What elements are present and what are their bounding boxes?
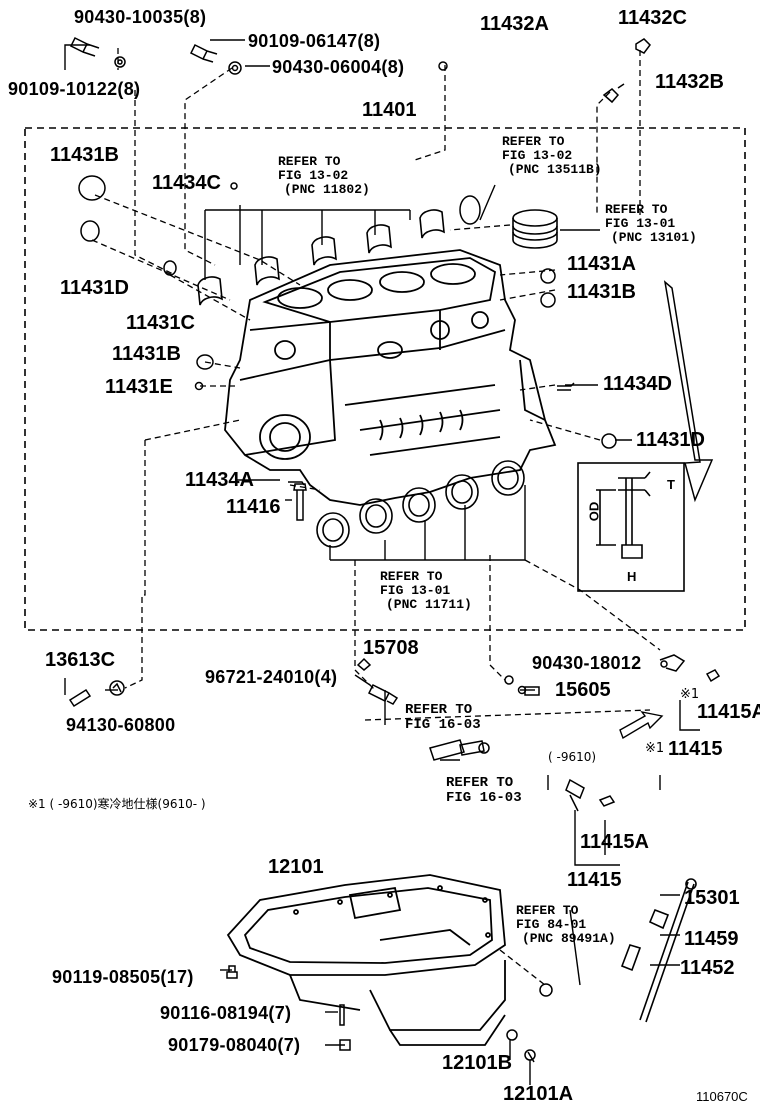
assembly-box xyxy=(24,127,746,631)
dipstick xyxy=(620,878,697,1023)
refer-line: FIG 13-02 xyxy=(502,148,573,164)
refer-fig-13-02-pnc-11802: REFER TO FIG 13-02 (PNC 11802) xyxy=(278,154,370,198)
part-label-11434D: 11434D xyxy=(603,373,672,395)
part-label-11415-2: 11415 xyxy=(567,869,622,891)
small-parts xyxy=(68,36,721,1063)
footnote-mark: ※1 xyxy=(680,687,700,702)
solid-leaders xyxy=(64,39,700,1085)
oil-pan xyxy=(226,874,506,1046)
inset-t-label: T xyxy=(667,477,675,492)
part-label-11431B-2: 11431B xyxy=(112,343,181,365)
part-label-11401: 11401 xyxy=(362,99,417,121)
part-label-90109-10122: 90109-10122(8) xyxy=(8,79,141,99)
part-label-11434C: 11434C xyxy=(152,172,221,194)
part-label-15708: 15708 xyxy=(363,637,419,659)
part-label-11431B: 11431B xyxy=(50,144,119,166)
cylinder-block xyxy=(224,249,557,506)
part-label-90430-06004: 90430-06004(8) xyxy=(272,57,405,77)
refer-line: REFER TO xyxy=(516,903,579,918)
refer-line: (PNC 11802) xyxy=(284,182,370,198)
refer-fig-13-01-pnc-11711: REFER TO FIG 13-01 (PNC 11711) xyxy=(380,569,472,613)
part-label-11459: 11459 xyxy=(684,928,739,950)
diagram-code: 110670C xyxy=(696,1089,748,1104)
refer-line: (PNC 13511B) xyxy=(508,162,602,178)
bearing-shells-bottom xyxy=(316,460,525,548)
refer-line: (PNC 11711) xyxy=(386,597,472,613)
part-label-11431D: 11431D xyxy=(60,277,129,299)
refer-line: REFER TO xyxy=(278,154,341,169)
part-label-11415A-2: 11415A xyxy=(580,831,649,853)
refer-line: REFER TO xyxy=(502,134,565,149)
part-label-11415A: 11415A xyxy=(697,701,760,723)
part-label-11432B: 11432B xyxy=(655,71,724,93)
part-label-11431D-2: 11431D xyxy=(636,429,705,451)
part-label-90109-06147: 90109-06147(8) xyxy=(248,31,381,51)
inset-od-label: OD xyxy=(586,501,602,522)
part-label-94130-60800: 94130-60800 xyxy=(66,715,176,735)
small-arrow xyxy=(619,710,664,740)
part-label-13613C: 13613C xyxy=(45,649,116,671)
range-note: ( -9610) xyxy=(548,750,597,764)
part-label-11432C: 11432C xyxy=(618,7,687,29)
part-label-11431A: 11431A xyxy=(567,253,636,275)
part-label-90430-10035: 90430-10035(8) xyxy=(74,7,207,27)
refer-fig-84-01-pnc-89491a: REFER TO FIG 84-01 (PNC 89491A) xyxy=(516,903,616,947)
refer-line: FIG 13-01 xyxy=(380,583,451,599)
direction-arrow xyxy=(663,280,714,503)
part-label-12101B: 12101B xyxy=(442,1052,513,1074)
part-label-90430-18012: 90430-18012 xyxy=(532,653,642,673)
refer-fig-16-03-a: REFER TO FIG 16-03 xyxy=(405,702,481,734)
part-label-12101: 12101 xyxy=(268,856,324,878)
refer-line: REFER TO xyxy=(405,702,473,718)
refer-line: FIG 84-01 xyxy=(516,917,587,933)
refer-fig-13-01-pnc-13101: REFER TO FIG 13-01 (PNC 13101) xyxy=(605,202,697,246)
refer-line: FIG 16-03 xyxy=(446,790,522,807)
refer-line: FIG 13-01 xyxy=(605,216,676,232)
part-label-11432A: 11432A xyxy=(480,13,549,35)
refer-fig-16-03-b: REFER TO FIG 16-03 xyxy=(446,775,522,807)
refer-line: FIG 13-02 xyxy=(278,168,349,184)
refer-line: (PNC 13101) xyxy=(611,230,697,246)
part-label-90119-08505: 90119-08505(17) xyxy=(52,967,194,987)
refer-line: REFER TO xyxy=(380,569,443,584)
part-label-11431B-3: 11431B xyxy=(567,281,636,303)
part-label-15301: 15301 xyxy=(684,887,740,909)
part-label-90116-08194: 90116-08194(7) xyxy=(160,1003,292,1023)
refer-line: REFER TO xyxy=(605,202,668,217)
refer-line: (PNC 89491A) xyxy=(522,931,616,947)
bearing-shells-top xyxy=(197,209,445,306)
part-label-90179-08040: 90179-08040(7) xyxy=(168,1035,301,1055)
refer-line: FIG 16-03 xyxy=(405,717,481,734)
part-label-11415: 11415 xyxy=(668,738,723,760)
part-label-11452: 11452 xyxy=(680,957,735,979)
part-label-11416: 11416 xyxy=(226,496,281,518)
part-label-12101A: 12101A xyxy=(503,1083,574,1105)
refer-fig-13-02-pnc-13511b: REFER TO FIG 13-02 (PNC 13511B) xyxy=(502,134,602,178)
part-label-96721-24010: 96721-24010(4) xyxy=(205,667,338,687)
cold-climate-note: ※1 ( -9610)寒冷地仕様(9610- ) xyxy=(28,797,206,811)
piston xyxy=(512,209,558,249)
inset-h-label: H xyxy=(627,569,637,584)
footnote-mark: ※1 xyxy=(645,741,665,756)
bearing-inset xyxy=(577,462,685,592)
refer-line: REFER TO xyxy=(446,775,514,791)
part-label-11431E: 11431E xyxy=(105,376,173,398)
part-label-11434A: 11434A xyxy=(185,469,254,491)
part-label-11431C: 11431C xyxy=(126,312,195,334)
part-label-15605: 15605 xyxy=(555,679,611,701)
